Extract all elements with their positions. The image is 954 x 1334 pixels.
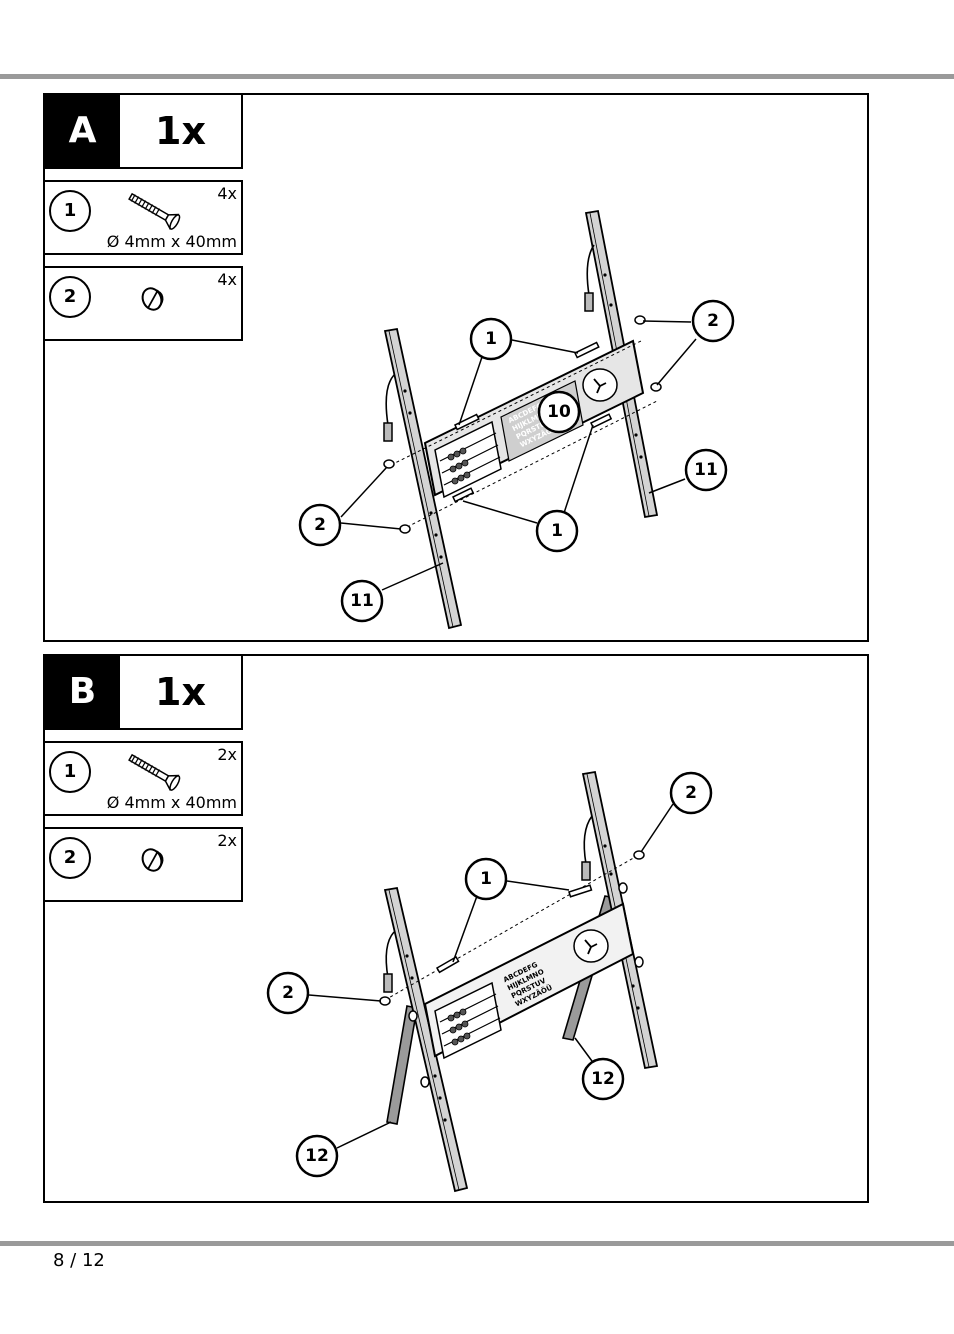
callout-11-right: 11 bbox=[684, 448, 728, 492]
svg-text:12: 12 bbox=[305, 1146, 329, 1166]
callout-1-upper: 1 bbox=[469, 317, 513, 361]
svg-text:1: 1 bbox=[480, 869, 492, 889]
callout-11-left: 11 bbox=[340, 579, 384, 623]
step-b-part-2: 2 2x bbox=[45, 827, 243, 902]
screws-and-caps bbox=[379, 850, 645, 1088]
board-part-10: ABCDEFG HIJKLMNO PQRSTUV WXYZÄÖÜ bbox=[423, 902, 635, 1060]
step-a-header: A 1x bbox=[45, 95, 243, 169]
part-count: 2x bbox=[217, 745, 237, 764]
step-b-part-1: 1 2x Ø 4mm x 40mm bbox=[45, 741, 243, 816]
svg-text:1: 1 bbox=[485, 329, 497, 349]
svg-text:2: 2 bbox=[314, 515, 326, 535]
part-count: 4x bbox=[217, 184, 237, 203]
leg-left bbox=[383, 327, 463, 630]
page-number: 8 / 12 bbox=[53, 1250, 105, 1271]
callout-12-right: 12 bbox=[581, 1057, 625, 1101]
callout-2-right: 2 bbox=[691, 299, 735, 343]
step-a-quantity: 1x bbox=[155, 109, 206, 153]
part-number: 1 bbox=[49, 190, 91, 232]
svg-text:1: 1 bbox=[551, 521, 563, 541]
step-a-panel: A 1x 1 4x Ø 4mm x 40mm 2 4x bbox=[43, 93, 869, 642]
svg-text:10: 10 bbox=[547, 402, 571, 422]
part-number: 1 bbox=[49, 751, 91, 793]
top-rule bbox=[0, 74, 954, 79]
callout-12-left: 12 bbox=[295, 1134, 339, 1178]
part-count: 2x bbox=[217, 831, 237, 850]
callout-2-right: 2 bbox=[669, 771, 713, 815]
step-b-letter: B bbox=[45, 656, 120, 728]
step-b-quantity: 1x bbox=[155, 670, 206, 714]
svg-text:11: 11 bbox=[350, 591, 374, 611]
step-b-assembly-drawing: ABCDEFG HIJKLMNO PQRSTUV WXYZÄÖÜ bbox=[266, 770, 713, 1193]
rear-leg-left bbox=[386, 1005, 418, 1125]
callout-1: 1 bbox=[464, 857, 508, 901]
part-count: 4x bbox=[217, 270, 237, 289]
screw-icon bbox=[128, 192, 181, 230]
svg-text:2: 2 bbox=[282, 983, 294, 1003]
step-a-assembly-drawing: ABCDEFG HIJKLMNO PQRSTUV WXYZÄÖÜ bbox=[298, 209, 735, 630]
svg-text:2: 2 bbox=[685, 783, 697, 803]
step-b-panel: B 1x 1 2x Ø 4mm x 40mm 2 2x bbox=[43, 654, 869, 1203]
step-b-header: B 1x bbox=[45, 656, 243, 730]
leg-left bbox=[383, 886, 469, 1193]
callout-10: 10 bbox=[537, 390, 581, 434]
svg-text:12: 12 bbox=[591, 1069, 615, 1089]
part-number: 2 bbox=[49, 276, 91, 318]
part-dimension: Ø 4mm x 40mm bbox=[106, 232, 237, 251]
part-number: 2 bbox=[49, 837, 91, 879]
step-a-part-2: 2 4x bbox=[45, 266, 243, 341]
svg-text:11: 11 bbox=[694, 460, 718, 480]
part-dimension: Ø 4mm x 40mm bbox=[106, 793, 237, 812]
screws-and-caps bbox=[383, 315, 662, 534]
callout-2-left: 2 bbox=[298, 503, 342, 547]
callout-2-left: 2 bbox=[266, 971, 310, 1015]
svg-text:2: 2 bbox=[707, 311, 719, 331]
step-a-part-1: 1 4x Ø 4mm x 40mm bbox=[45, 180, 243, 255]
step-a-letter: A bbox=[45, 95, 120, 167]
screw-icon bbox=[128, 753, 181, 791]
cap-icon bbox=[141, 848, 164, 872]
bottom-rule bbox=[0, 1241, 954, 1246]
callout-1-lower: 1 bbox=[535, 509, 579, 553]
cap-icon bbox=[141, 287, 164, 311]
